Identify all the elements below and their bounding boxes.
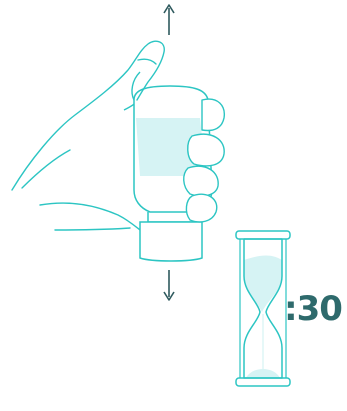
arrow-down-icon [163,270,175,301]
fingers-icon [123,71,225,223]
hourglass-icon [235,230,291,387]
timer-label: :30 [284,289,343,329]
bottle-icon [133,85,213,262]
arrow-up-icon [163,4,175,35]
hand-icon [11,40,165,231]
